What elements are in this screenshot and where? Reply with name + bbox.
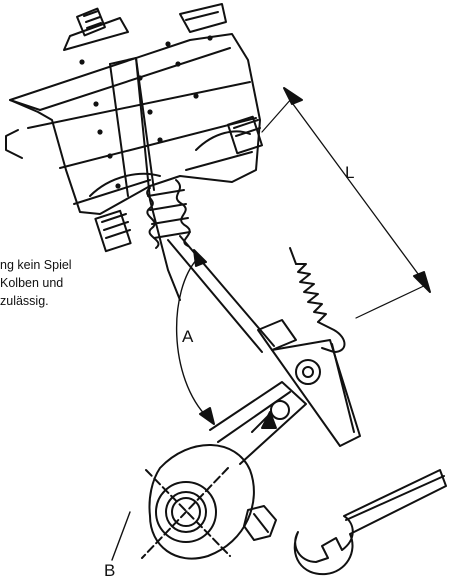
label-b: B <box>104 561 115 579</box>
wrench-icon <box>293 469 447 576</box>
dimension-label-l: L <box>345 163 354 182</box>
rubber-boot <box>146 179 191 249</box>
dimension-l <box>261 87 431 319</box>
leader-line-b <box>111 511 131 561</box>
mounting-stud-left <box>94 209 132 253</box>
adjusting-nut <box>243 505 277 541</box>
upper-bracket <box>179 3 227 33</box>
caption-text: ng kein Spiel Kolben und zulässig. <box>0 256 160 310</box>
caption-line-3: zulässig. <box>0 294 49 308</box>
brake-chamber-housing <box>5 33 261 215</box>
clevis <box>257 319 361 447</box>
caption-line-2: Kolben und <box>0 276 64 290</box>
slack-adjuster-body <box>141 444 255 560</box>
piston-rod <box>109 57 275 353</box>
breather-fitting <box>63 7 129 51</box>
caption-line-1: ng kein Spiel <box>0 258 72 272</box>
return-spring <box>289 247 346 353</box>
housing-rivets <box>79 35 213 189</box>
angle-label-a: A <box>182 327 194 346</box>
mounting-stud-right <box>227 115 263 155</box>
slack-adjuster-lever <box>209 381 307 465</box>
angle-arc-a <box>176 249 215 425</box>
